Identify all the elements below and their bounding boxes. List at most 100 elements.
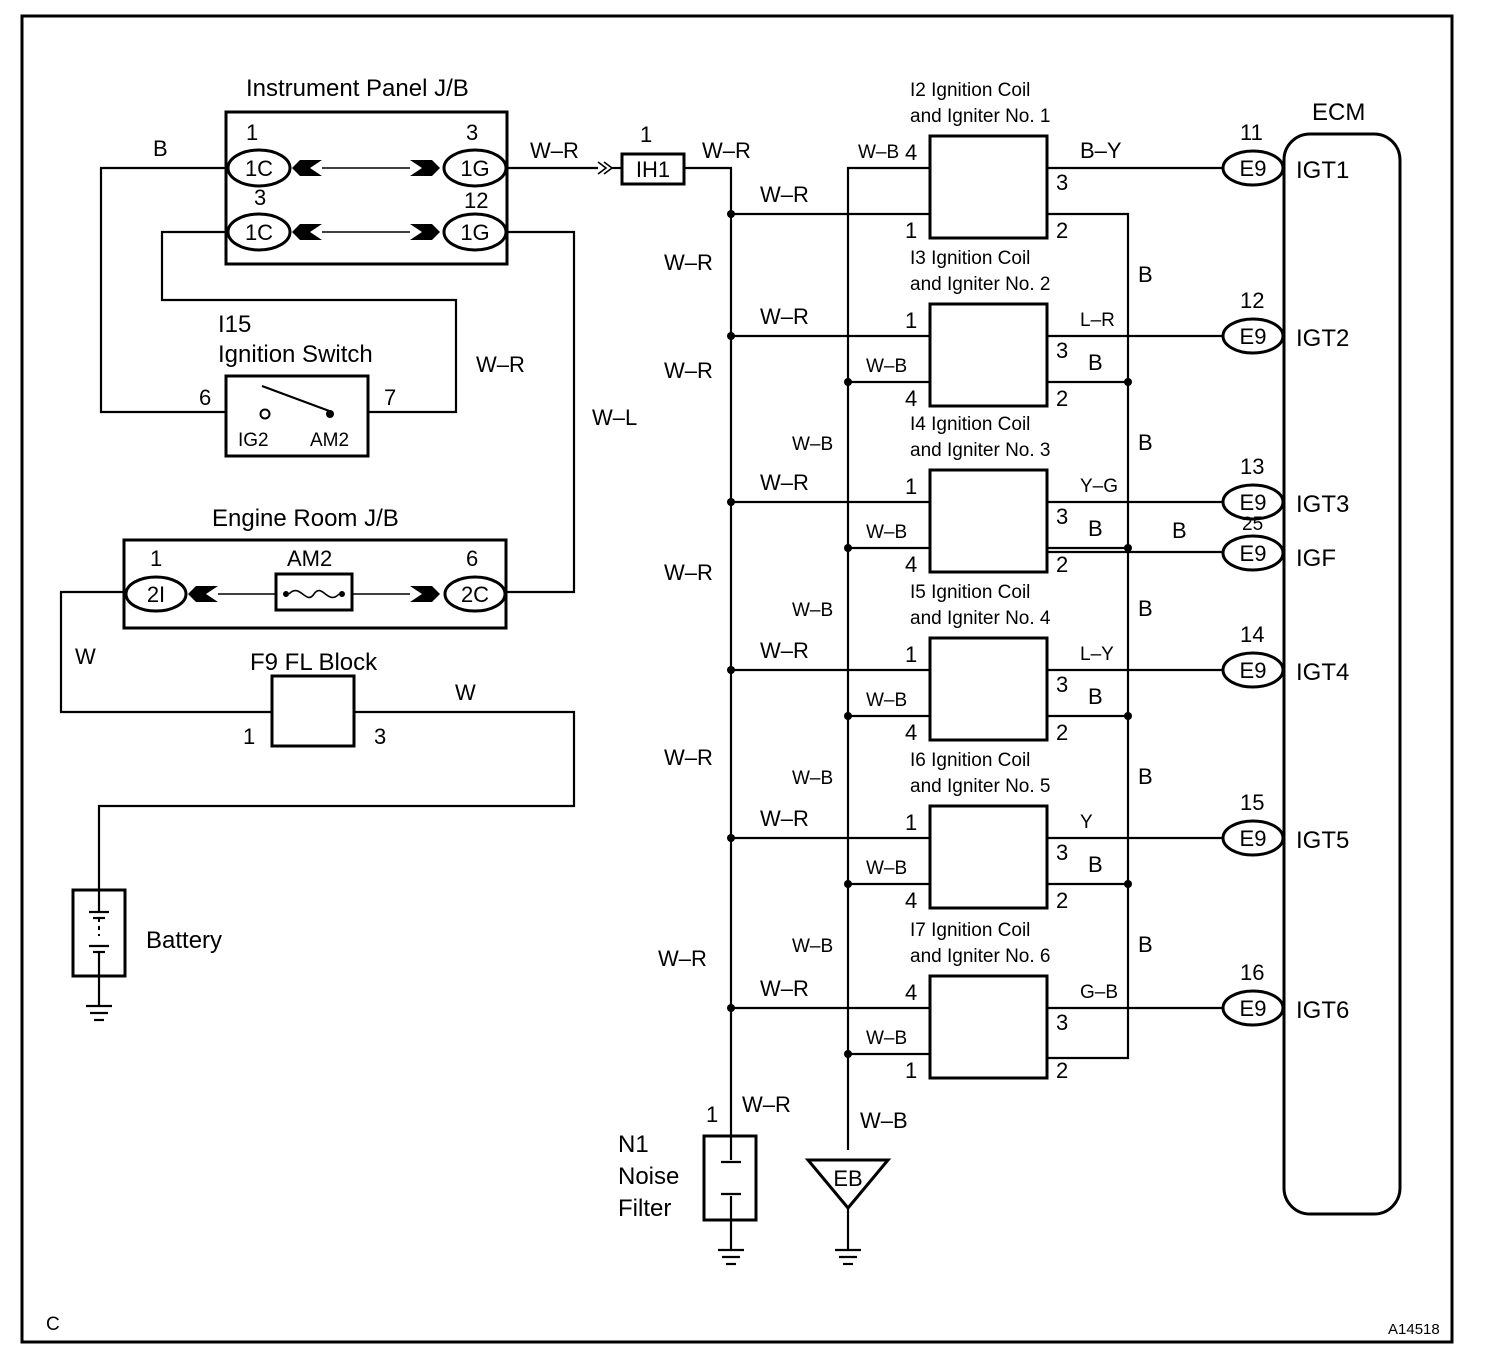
coil-title: I6 Ignition Coil <box>910 750 1030 771</box>
wire-label-wb-top: W–B <box>858 142 899 163</box>
coil-pin: 2 <box>1056 1058 1068 1083</box>
ground-eb-label: EB <box>833 1166 862 1191</box>
figure-code: A14518 <box>1388 1321 1440 1338</box>
ground-wb: W–B W–B EB <box>804 142 930 1266</box>
fuse-am2-label: AM2 <box>287 546 332 571</box>
engine-room-jb: Engine Room J/B 1 2I AM2 6 2C <box>122 505 508 630</box>
junction-dot <box>844 880 852 888</box>
wire-label-w-left: W <box>75 644 96 669</box>
wire-label-wb-ground: W–B <box>860 1108 908 1133</box>
ignition-switch-terminal-am2: AM2 <box>310 430 349 451</box>
wire-label-wb-riser: W–B <box>792 936 833 957</box>
ecm-pin: 12 <box>1240 288 1264 313</box>
wire-label-w-mid: W <box>455 680 476 705</box>
jb-row1-right-conn: 1G <box>460 156 489 181</box>
bus-label: W–R <box>664 745 713 770</box>
wire-label-b-riser: B <box>1138 596 1153 621</box>
connector-arrow-left-icon <box>292 224 322 240</box>
wire-label-wb-riser: W–B <box>792 600 833 621</box>
e9-conn-label: E9 <box>1240 658 1267 683</box>
wire-label-wb: W–B <box>866 1028 907 1049</box>
coil-pin: 1 <box>905 218 917 243</box>
jb-row2-left-conn: 1C <box>245 220 273 245</box>
junction-dot <box>844 544 852 552</box>
coil-pin: 2 <box>1056 552 1068 577</box>
wire-label-wb-riser: W–B <box>792 768 833 789</box>
junction-dot <box>727 834 735 842</box>
engine-room-jb-title: Engine Room J/B <box>212 505 399 532</box>
e9-conn-label: E9 <box>1240 826 1267 851</box>
coil-title: I4 Ignition Coil <box>910 414 1030 435</box>
engine-room-jb-left-conn: 2I <box>147 582 165 607</box>
connector-ih1: 1 IH1 W–R <box>597 122 751 1136</box>
wire-color-label: L–Y <box>1080 644 1114 665</box>
igf-wire-label: B <box>1172 518 1187 543</box>
ignition-coil-box <box>928 636 1049 742</box>
wire-w-r-bus <box>684 166 733 1136</box>
junction-dot <box>1124 880 1132 888</box>
coil-pin: 1 <box>905 308 917 333</box>
jb-row2-right-conn: 1G <box>460 220 489 245</box>
ignition-coil-box <box>928 134 1049 240</box>
wire-label-wr: W–R <box>760 304 809 329</box>
engine-room-jb-right-conn: 2C <box>461 582 489 607</box>
ecm-signal-label: IGT2 <box>1296 325 1349 352</box>
connector-arrow-right-icon <box>410 160 440 176</box>
switch-blade <box>261 384 333 414</box>
ecm-signal-label: IGT1 <box>1296 157 1349 184</box>
coil-subtitle: and Igniter No. 1 <box>910 106 1050 127</box>
coil-title: I5 Ignition Coil <box>910 582 1030 603</box>
ignition-switch-name: Ignition Switch <box>218 341 373 368</box>
jb-row1-left-conn: 1C <box>245 156 273 181</box>
wire-w-mid <box>97 710 576 890</box>
battery-label: Battery <box>146 927 222 954</box>
wire-w-l <box>506 230 576 594</box>
wire-color-label: Y <box>1080 812 1093 833</box>
fl-block <box>270 674 356 748</box>
engine-room-jb-right-pin: 6 <box>466 546 478 571</box>
ecm: ECM <box>1282 99 1402 1216</box>
wire-label-wb: W–B <box>866 690 907 711</box>
instrument-panel-jb-box <box>224 110 509 266</box>
wire-label-wb: W–B <box>866 522 907 543</box>
ignition-switch-code: I15 <box>218 311 251 338</box>
coil-subtitle: and Igniter No. 5 <box>910 776 1050 797</box>
ecm-pin: 15 <box>1240 790 1264 815</box>
coil-pin: 1 <box>905 642 917 667</box>
coil-pin: 4 <box>905 980 917 1005</box>
noise-filter-line3: Filter <box>618 1195 671 1222</box>
ecm-signal-label: IGT5 <box>1296 827 1349 854</box>
noise-filter-line1: N1 <box>618 1131 649 1158</box>
junction-dot <box>727 498 735 506</box>
coil-pin: 4 <box>905 720 917 745</box>
wire-label-b: B <box>1088 684 1103 709</box>
wire-color-label: G–B <box>1080 982 1118 1003</box>
coil-title: I3 Ignition Coil <box>910 248 1030 269</box>
noise-filter-pin: 1 <box>706 1102 718 1127</box>
wire-label-wr: W–R <box>760 470 809 495</box>
junction-dot <box>844 378 852 386</box>
coil-pin: 1 <box>905 810 917 835</box>
wire-label-wr: W–R <box>760 638 809 663</box>
wire-label-b: B <box>1088 516 1103 541</box>
coil-pin: 4 <box>905 140 917 165</box>
wires-left: B W–R W–L W–R <box>99 136 637 594</box>
ground-eb-icon <box>804 1158 892 1211</box>
wire-label-b-riser: B <box>1138 430 1153 455</box>
ignition-switch-box <box>224 374 370 458</box>
ignition-coil-box <box>928 302 1049 408</box>
wire-w-r-switch <box>160 230 458 414</box>
coil-subtitle: and Igniter No. 2 <box>910 274 1050 295</box>
coil-pin: 1 <box>905 1058 917 1083</box>
coil-pin: 3 <box>1056 840 1068 865</box>
ignition-coil-box <box>928 468 1049 574</box>
coil-pin: 4 <box>905 386 917 411</box>
bus-label: W–R <box>664 358 713 383</box>
coil-pin: 2 <box>1056 888 1068 913</box>
wire-label-b-riser: B <box>1138 932 1153 957</box>
ih1-name: IH1 <box>636 157 670 182</box>
ignition-switch-terminal-ig2: IG2 <box>238 430 269 451</box>
igf-conn: E9 <box>1240 541 1267 566</box>
diagram-frame <box>20 14 1454 1344</box>
